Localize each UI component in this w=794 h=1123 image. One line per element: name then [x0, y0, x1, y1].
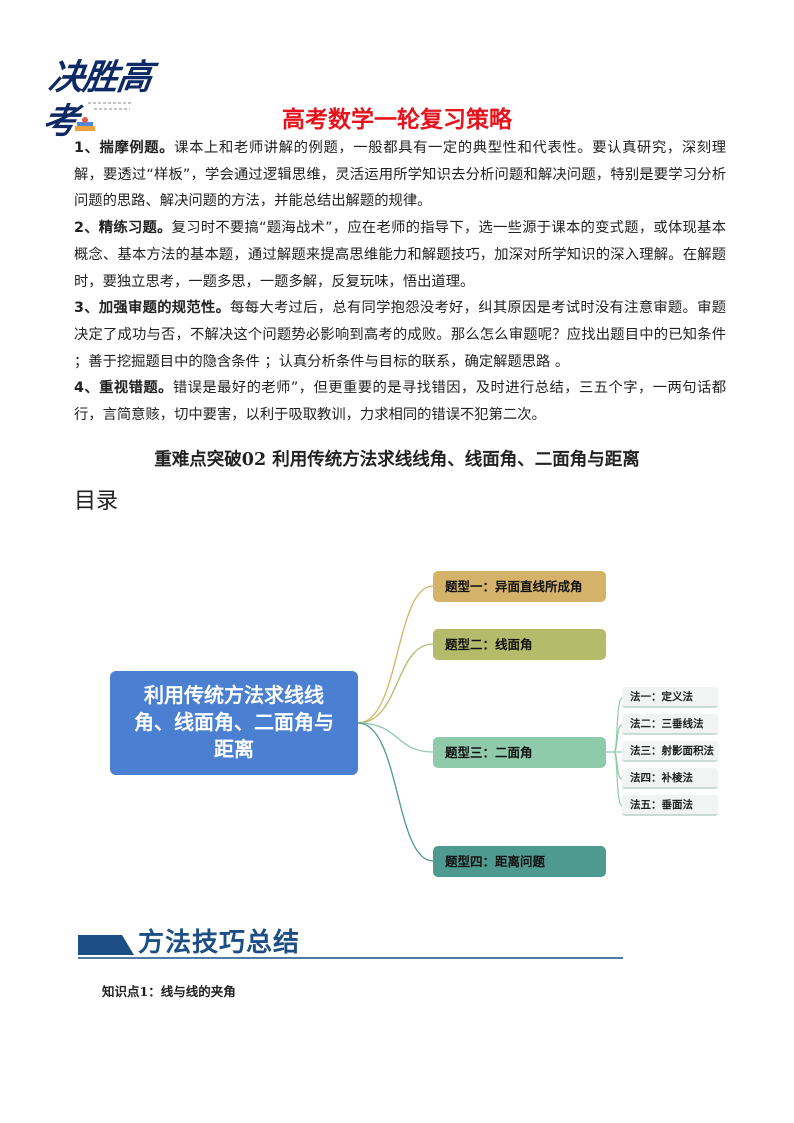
tip-paragraph: 4、重视错题。错误是最好的老师”，但更重要的是寻找错因，及时进行总结，三五个字，…	[74, 375, 726, 428]
method-summary-banner: 方法技巧总结	[78, 925, 623, 965]
tip-label: 4、重视错题。	[74, 380, 173, 397]
center-line-2: 角、线面角、二面角与	[134, 710, 334, 734]
method-node-4: 法四：补棱法	[622, 768, 718, 789]
mind-map-center: 利用传统方法求线线 角、线面角、二面角与 距离	[110, 671, 358, 775]
section-title: 重难点突破02 利用传统方法求线线角、线面角、二面角与距离	[154, 450, 640, 470]
banner-ribbon-shape	[78, 935, 623, 959]
mind-map-connectors	[357, 585, 623, 862]
topic-node-2: 题型二：线面角	[433, 629, 606, 660]
tip-label: 2、精练习题。	[74, 220, 172, 237]
tip-label: 3、加强审题的规范性。	[74, 300, 231, 317]
method-node-5: 法五：垂面法	[622, 795, 718, 816]
banner-title: 方法技巧总结	[138, 928, 301, 958]
logo-tagline-graphic	[86, 100, 136, 119]
toc-heading: 目录	[74, 489, 119, 514]
tip-paragraph: 1、揣摩例题。课本上和老师讲解的例题，一般都具有一定的典型性和代表性。要认真研究…	[74, 135, 726, 215]
books-icon	[75, 117, 95, 131]
center-line-1: 利用传统方法求线线	[144, 683, 324, 707]
tip-paragraph: 2、精练习题。复习时不要搞“题海战术”，应在老师的指导下，选一些源于课本的变式题…	[74, 215, 726, 295]
brand-logo: 决胜高考	[40, 56, 171, 142]
method-node-3: 法三：射影面积法	[622, 741, 718, 762]
page-title: 高考数学一轮复习策略	[282, 107, 512, 133]
method-node-2: 法二：三垂线法	[622, 714, 718, 735]
tip-text: 每每大考过后，总有同学抱怨没考好，纠其原因是考试时没有注意审题。审题决定了成功与…	[74, 300, 727, 370]
tip-text: 错误是最好的老师”，但更重要的是寻找错因，及时进行总结，三五个字，一两句话都行，…	[74, 380, 726, 424]
topic-node-1: 题型一：异面直线所成角	[433, 571, 606, 602]
tip-label: 1、揣摩例题。	[74, 140, 175, 156]
method-node-1: 法一：定义法	[622, 687, 718, 708]
knowledge-point-heading: 知识点1：线与线的夹角	[102, 984, 236, 999]
mind-map: 利用传统方法求线线 角、线面角、二面角与 距离 题型一：异面直线所成角 题型二：…	[100, 555, 740, 895]
center-line-3: 距离	[214, 737, 254, 761]
tip-text: 复习时不要搞“题海战术”，应在老师的指导下，选一些源于课本的变式题，或体现基本概…	[74, 220, 726, 290]
tip-paragraph: 3、加强审题的规范性。每每大考过后，总有同学抱怨没考好，纠其原因是考试时没有注意…	[74, 295, 726, 375]
study-tips: 1、揣摩例题。课本上和老师讲解的例题，一般都具有一定的典型性和代表性。要认真研究…	[74, 135, 726, 429]
topic-node-3: 题型三：二面角	[433, 737, 606, 768]
tip-text: 课本上和老师讲解的例题，一般都具有一定的典型性和代表性。要认真研究，深刻理解，要…	[74, 140, 726, 210]
topic-node-4: 题型四：距离问题	[433, 846, 606, 877]
